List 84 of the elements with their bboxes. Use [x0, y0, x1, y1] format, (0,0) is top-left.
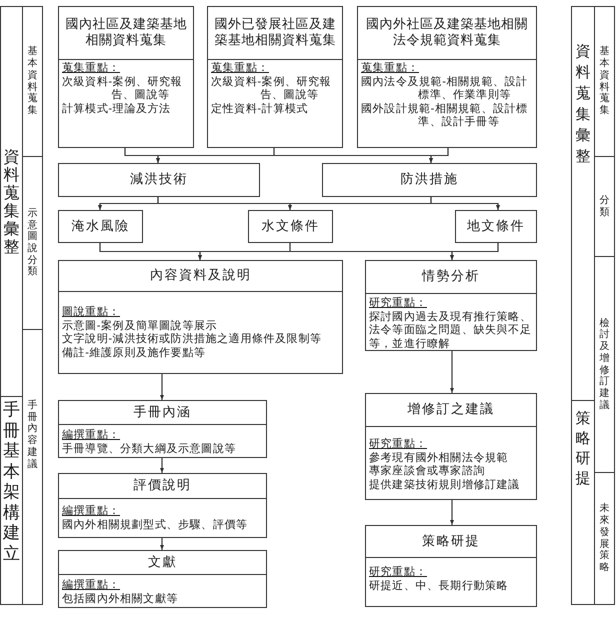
body-text: 探討國內過去及現有推行策略、法令等面臨之問題、缺失與不足等，並進行瞭解 [369, 310, 532, 350]
vertical-text: 示意圖說分類 [28, 208, 38, 278]
heading: 情勢分析 [422, 269, 480, 285]
heading: 國外已發展社區及建築基地相關資料蒐集 [213, 17, 337, 49]
vertical-text: 基本資料蒐集 [28, 46, 38, 117]
process-box [58, 163, 260, 197]
column-cell [22, 6, 43, 157]
column-cell [571, 6, 595, 401]
section-label: 蒐集重點： [62, 61, 120, 74]
section-label: 蒐集重點： [211, 61, 269, 74]
vertical-text: 未來發展策略 [600, 503, 610, 574]
process-box [248, 210, 333, 243]
vertical-text: 資料蒐集彙整 [4, 148, 20, 256]
process-box [365, 393, 537, 500]
body-text: 文字說明-減洪技術或防洪措施之適用條件及限制等 [62, 332, 322, 346]
heading: 國內外社區及建築基地相關法令規範資料蒐集 [365, 17, 529, 49]
vertical-text: 分類 [600, 194, 610, 218]
process-box [455, 210, 537, 243]
section-label: 研究重點： [369, 565, 427, 578]
process-box [58, 473, 267, 538]
section-label: 編撰重點： [62, 504, 120, 518]
body-text: 示意圖-案例及簡單圖說等展示 [62, 318, 218, 332]
process-box [365, 260, 537, 351]
process-box [58, 400, 267, 458]
process-box [58, 210, 143, 243]
heading: 評價說明 [134, 478, 192, 494]
body-text: 計算模式-理論及方法 [62, 102, 171, 115]
column-cell [594, 472, 615, 605]
column-cell [0, 396, 23, 605]
arrow [160, 458, 164, 473]
body-text: 參考現有國外相關法令規範 [369, 450, 508, 464]
column-cell [22, 329, 43, 605]
arrow [450, 351, 454, 393]
body-text: 提供建築技術規則增修訂建議 [369, 478, 520, 491]
body-text: 國內外相關規劃型式、步驟、評價等 [62, 518, 248, 531]
section-label: 蒐集重點： [361, 61, 419, 74]
label-text: 減洪技術 [130, 172, 188, 188]
body-text: 次級資料-案例、研究報告、圖說等 [62, 74, 184, 102]
column-cell [571, 400, 595, 605]
label-text: 防洪措施 [400, 172, 458, 188]
heading: 內容資料及說明 [150, 268, 252, 284]
section-label: 編撰重點： [62, 428, 120, 442]
column-cell [594, 6, 615, 157]
arrow [450, 243, 499, 260]
column-cell [0, 6, 23, 397]
vertical-text: 資料蒐集彙整 [576, 41, 590, 167]
body-text: 國內法令及規範-相關規範、設計標準、作業準則等 [361, 74, 529, 102]
heading: 增修訂之建議 [408, 402, 494, 418]
body-text: 定性資料-計算模式 [211, 102, 308, 115]
heading: 文獻 [148, 554, 177, 570]
process-box [365, 525, 537, 607]
vertical-text: 策略研提 [576, 408, 590, 488]
vertical-text: 檢討及增修訂建議 [600, 318, 610, 412]
process-box [357, 6, 537, 148]
label-text: 地文條件 [467, 218, 525, 234]
heading: 手冊內涵 [134, 404, 192, 420]
vertical-text: 手冊基本架構建立 [3, 400, 20, 564]
arrow [429, 148, 449, 163]
arrow [430, 197, 500, 210]
label-text: 淹水風險 [72, 218, 130, 234]
arrow [160, 538, 164, 550]
vertical-text: 手冊內容建議 [28, 400, 38, 470]
body-text: 國外設計規範-相關規範、設計標準、設計手冊等 [361, 102, 529, 128]
body-text: 備註-維護原則及施作要點等 [62, 346, 206, 359]
body-text: 專家座談會或專家諮詢 [369, 464, 485, 478]
arrow [160, 374, 164, 400]
vertical-text: 基本資料蒐集 [600, 46, 610, 117]
arrow [450, 500, 454, 525]
section-label: 圖說重點： [62, 305, 120, 318]
body-text: 包括國內外相關文獻等 [62, 592, 178, 605]
process-box [207, 6, 343, 148]
section-label: 研究重點： [369, 296, 427, 310]
body-text: 次級資料-案例、研究報告、圖說等 [211, 74, 332, 102]
section-label: 研究重點： [369, 437, 427, 450]
label-text: 水文條件 [262, 218, 320, 234]
process-box [58, 550, 267, 608]
heading: 策略研提 [422, 534, 480, 550]
process-box [58, 260, 343, 374]
process-box [58, 6, 194, 148]
process-box [322, 163, 537, 197]
body-text: 研提近、中、長期行動策略 [369, 578, 508, 592]
section-label: 編撰重點： [62, 578, 120, 592]
body-text: 手冊導覽、分類大綱及示意圖說等 [62, 442, 236, 455]
heading: 國內社區及建築基地相關資料蒐集 [64, 17, 188, 49]
